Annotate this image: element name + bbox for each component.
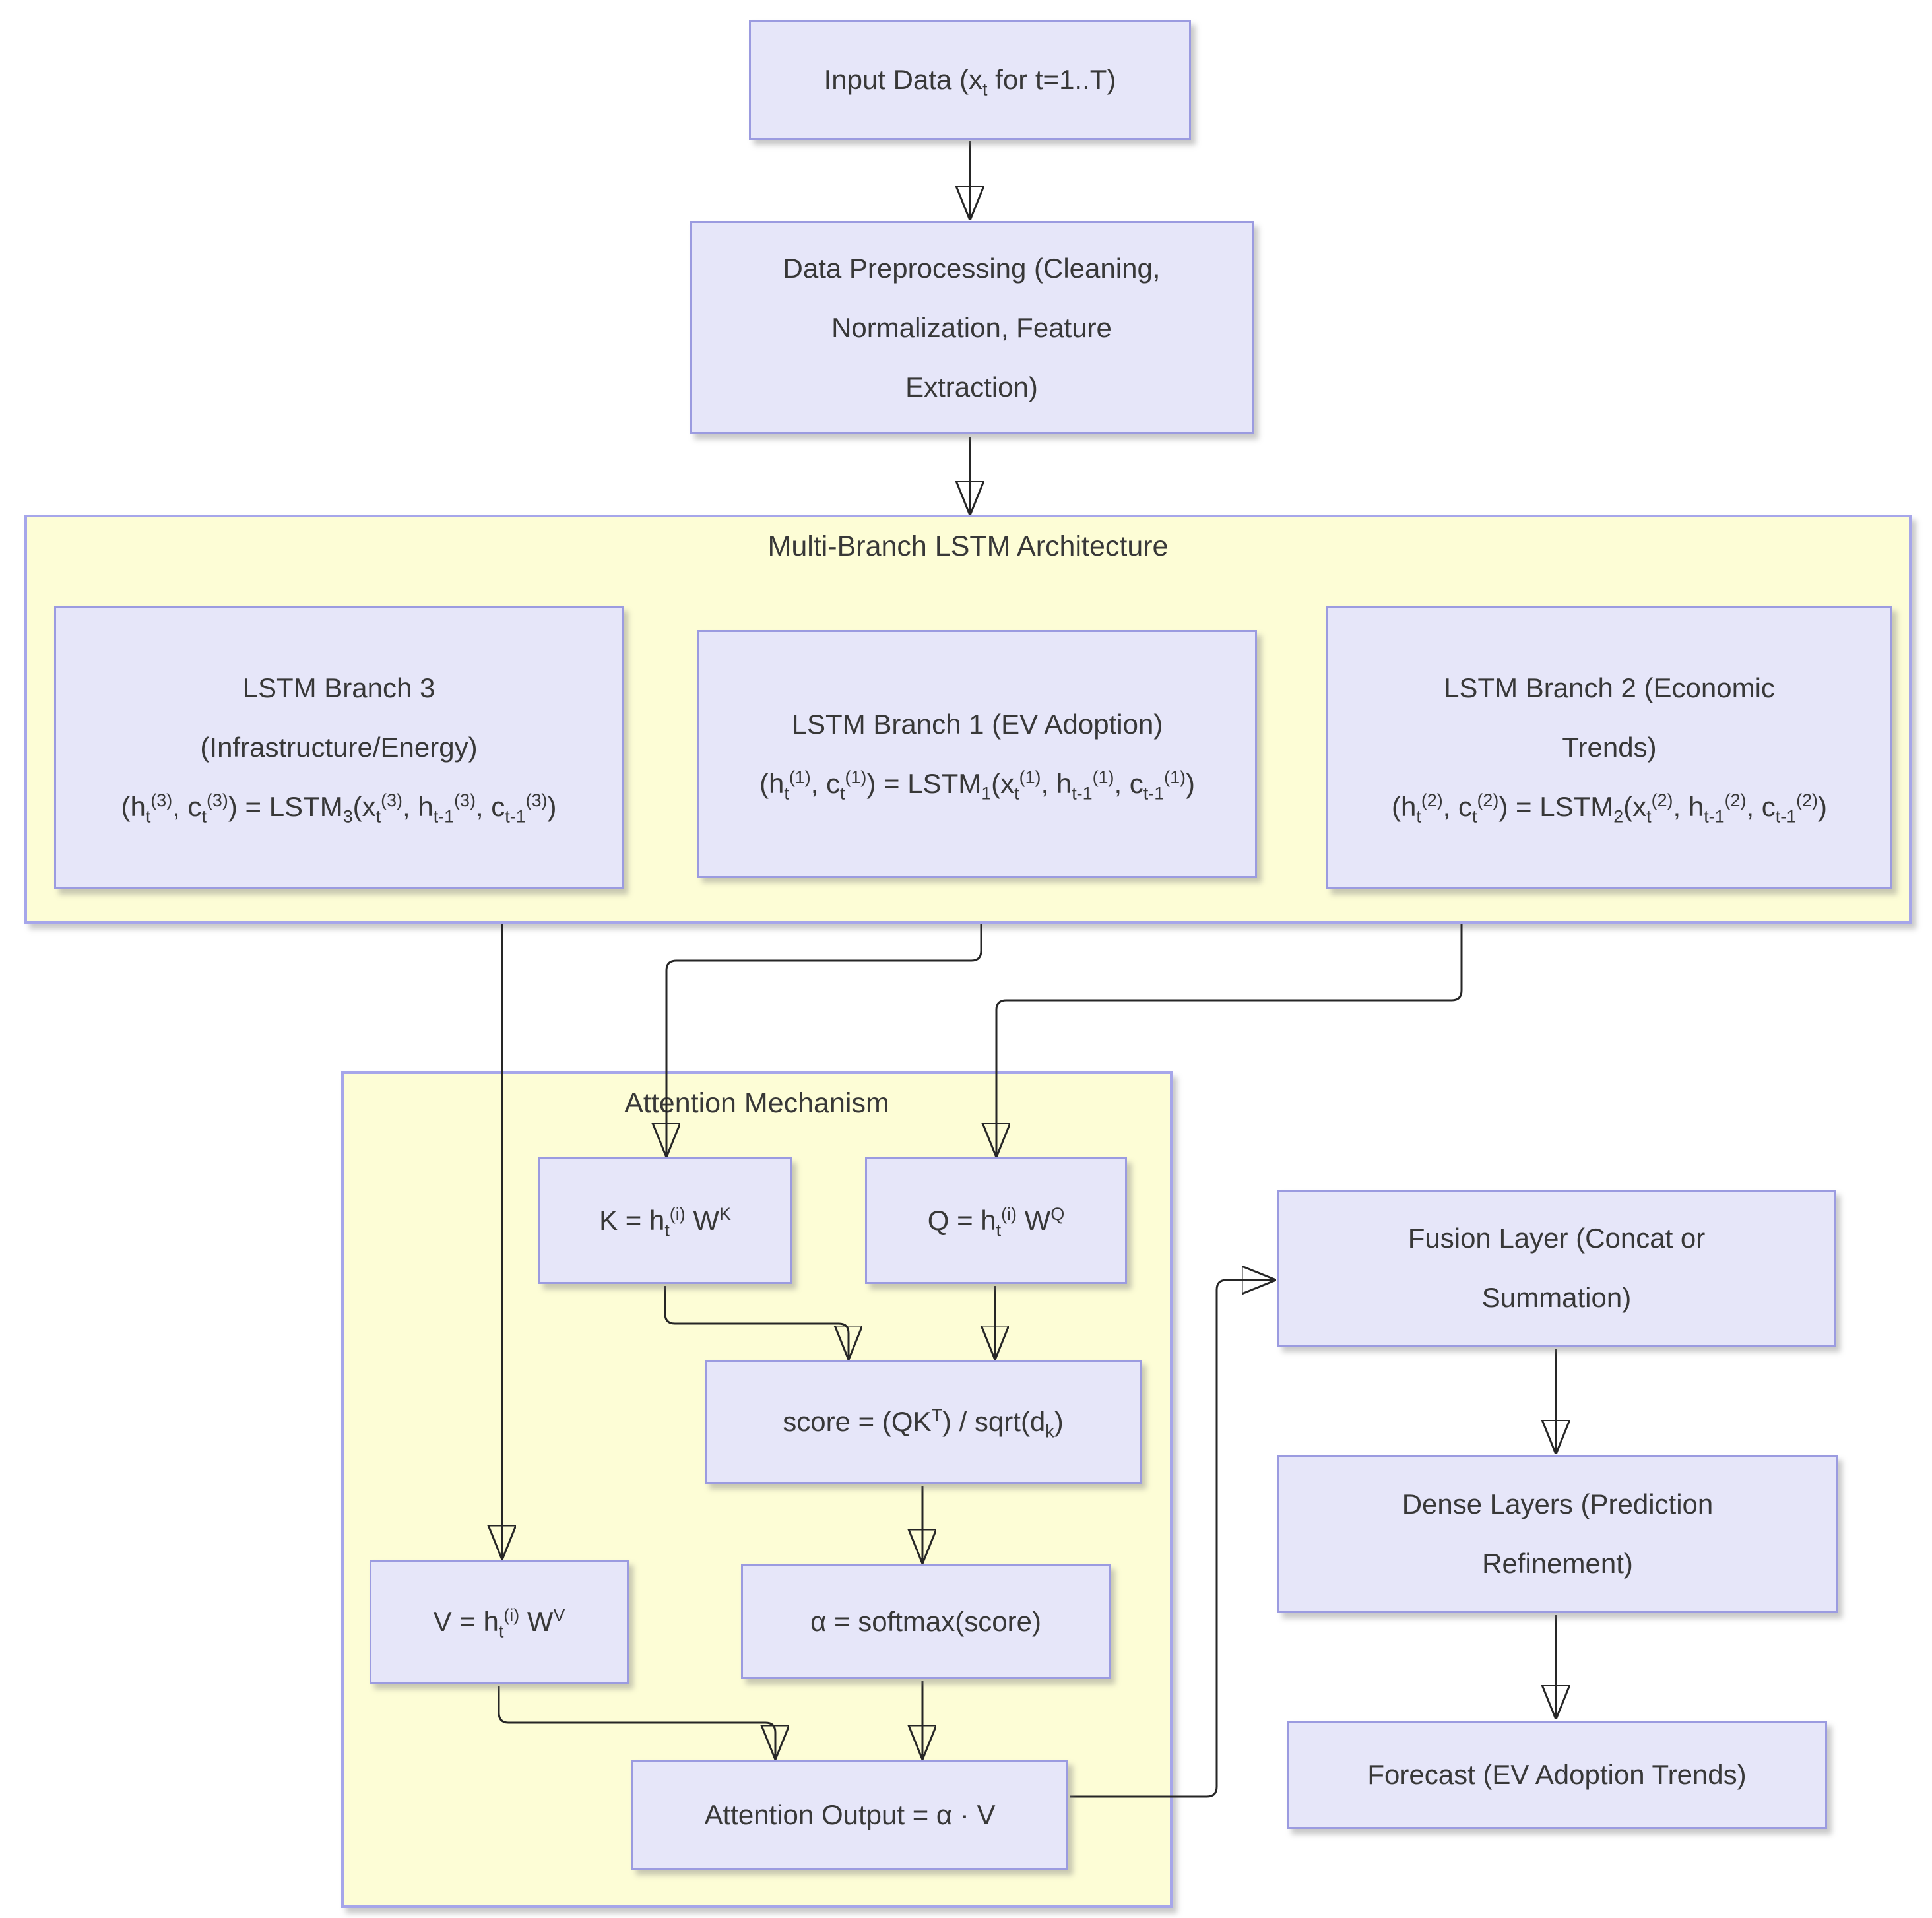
edge-k-to-score: [664, 1286, 849, 1357]
lstm-branch1-formula: (ht(1), ct(1)) = LSTM1(xt(1), ht-1(1), c…: [759, 767, 1196, 803]
edge-v-to-attention-output: [498, 1686, 775, 1757]
data-preprocessing-node: Data Preprocessing (Cleaning, Normalizat…: [690, 221, 1254, 434]
attention-mechanism-title: Attention Mechanism: [624, 1087, 889, 1119]
attention-output-label: Attention Output = α · V: [704, 1799, 996, 1830]
k-projection-node: K = ht(i) WK: [538, 1157, 792, 1284]
lstm-branch2-node: LSTM Branch 2 (Economic Trends) (ht(2), …: [1326, 606, 1892, 889]
multi-branch-lstm-title: Multi-Branch LSTM Architecture: [767, 530, 1169, 562]
v-projection-node: V = ht(i) WV: [370, 1560, 629, 1684]
edge-attention-output-to-fusion: [1070, 1280, 1273, 1798]
fusion-layer-label: Fusion Layer (Concat or Summation): [1407, 1223, 1706, 1313]
lstm-branch3-title: LSTM Branch 3 (Infrastructure/Energy): [200, 672, 478, 763]
input-data-node: Input Data (xt for t=1..T): [749, 20, 1191, 140]
forecast-label: Forecast (EV Adoption Trends): [1367, 1759, 1747, 1790]
lstm-branch2-title: LSTM Branch 2 (Economic Trends): [1444, 672, 1775, 763]
score-label: score = (QKT) / sqrt(dk): [783, 1405, 1064, 1442]
softmax-node: α = softmax(score): [741, 1564, 1111, 1679]
input-data-label: Input Data (xt for t=1..T): [823, 64, 1116, 100]
edge-branch1-to-k: [666, 924, 982, 1155]
attention-output-node: Attention Output = α · V: [631, 1760, 1068, 1870]
lstm-branch3-formula: (ht(3), ct(3)) = LSTM3(xt(3), ht-1(3), c…: [121, 790, 557, 827]
softmax-label: α = softmax(score): [810, 1605, 1041, 1637]
v-projection-label: V = ht(i) WV: [433, 1605, 565, 1642]
lstm-branch2-formula: (ht(2), ct(2)) = LSTM2(xt(2), ht-1(2), c…: [1391, 790, 1828, 827]
lstm-branch3-node: LSTM Branch 3 (Infrastructure/Energy) (h…: [54, 606, 624, 889]
k-projection-label: K = ht(i) WK: [599, 1204, 731, 1240]
dense-layers-node: Dense Layers (Prediction Refinement): [1277, 1455, 1838, 1613]
lstm-branch1-node: LSTM Branch 1 (EV Adoption) (ht(1), ct(1…: [697, 630, 1257, 878]
lstm-branch1-title: LSTM Branch 1 (EV Adoption): [791, 708, 1163, 740]
forecast-node: Forecast (EV Adoption Trends): [1287, 1721, 1827, 1829]
score-node: score = (QKT) / sqrt(dk): [705, 1360, 1142, 1484]
q-projection-node: Q = ht(i) WQ: [865, 1157, 1127, 1284]
fusion-layer-node: Fusion Layer (Concat or Summation): [1277, 1190, 1836, 1347]
edge-branch2-to-q: [996, 924, 1463, 1155]
q-projection-label: Q = ht(i) WQ: [927, 1204, 1065, 1240]
dense-layers-label: Dense Layers (Prediction Refinement): [1401, 1488, 1714, 1579]
data-preprocessing-label: Data Preprocessing (Cleaning, Normalizat…: [783, 252, 1161, 402]
